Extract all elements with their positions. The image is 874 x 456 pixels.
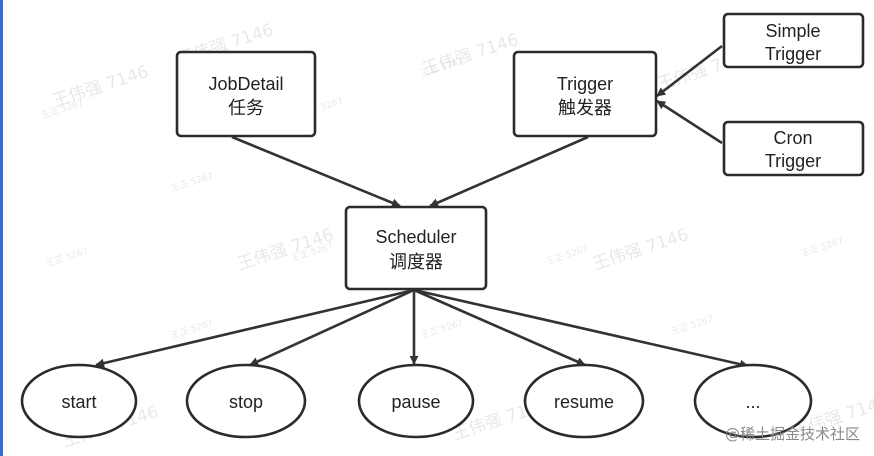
stop-node [185,363,307,439]
scheduler-box [344,205,488,291]
jobdetail-label-zh: 任务 [228,98,264,119]
scheduler-label-zh: 调度器 [389,252,443,273]
start-label: start [61,392,96,412]
arrow-scheduler-to-resume [413,288,586,367]
arrow-jobdetail-to-scheduler [231,135,401,208]
more-label: ... [745,392,760,412]
pause-node [357,363,475,439]
trigger-label-zh: 触发器 [558,98,612,119]
resume-label: resume [554,392,614,412]
simple-trigger-label-2: Trigger [765,44,821,64]
start-node [20,363,138,439]
arrow-trigger-to-scheduler [429,135,589,208]
trigger-label-en: Trigger [557,74,613,94]
jobdetail-box [175,50,317,138]
scheduler-label-en: Scheduler [375,227,456,247]
stop-label: stop [229,392,263,412]
trigger-box [512,50,658,138]
source-credit: @稀土掘金技术社区 [724,425,860,443]
arrow-scheduler-to-stop [249,288,415,367]
pause-label: pause [391,392,440,412]
cron-trigger-box [722,120,865,177]
more-node [693,363,813,439]
cron-trigger-label-2: Trigger [765,151,821,171]
cron-trigger-label-1: Cron [773,128,812,148]
resume-node [523,363,645,439]
left-accent-bar [0,0,3,456]
simple-trigger-label-1: Simple [765,21,820,41]
arrow-simple-to-trigger [656,44,723,98]
arrow-cron-to-trigger [656,99,723,145]
arrow-scheduler-to-start [95,288,415,368]
jobdetail-label-en: JobDetail [208,74,283,94]
simple-trigger-box [722,12,865,69]
arrow-scheduler-to-more [413,288,749,369]
